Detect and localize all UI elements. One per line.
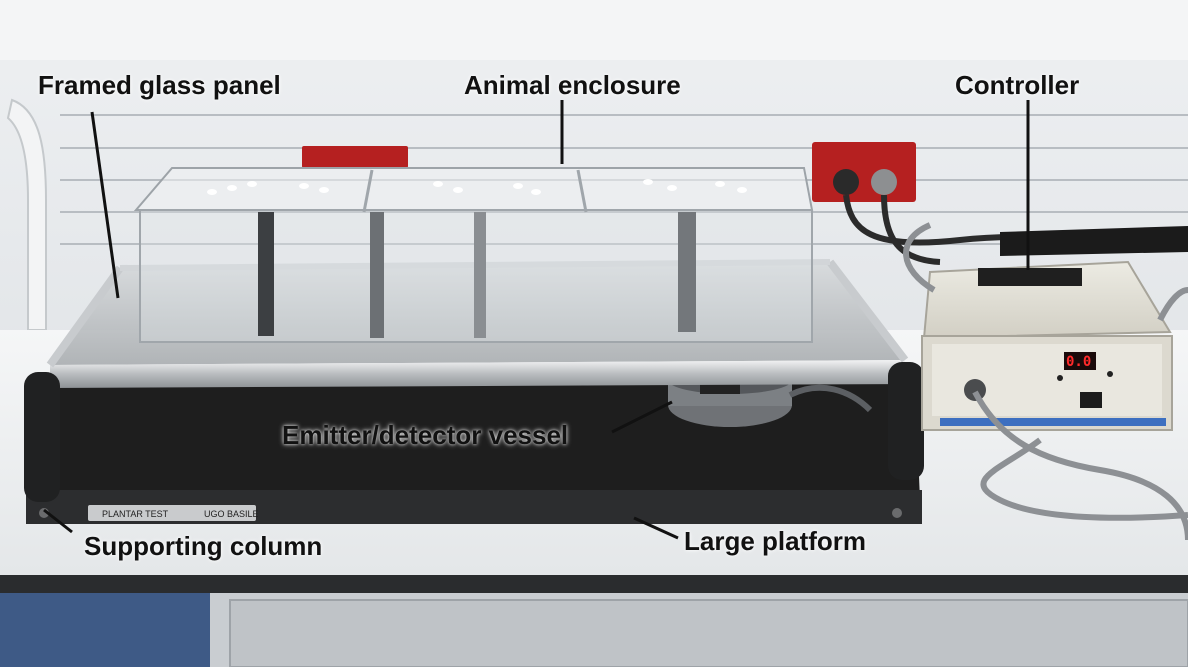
supporting-column-right	[888, 362, 924, 480]
callout-line-column	[43, 508, 73, 534]
nameplate-brand: UGO BASILE	[204, 509, 259, 519]
glass-frame-right-rail	[826, 259, 909, 363]
callout-line-emitter	[611, 400, 673, 434]
controller-unit: 0.0	[921, 260, 1173, 431]
glass-frame-front-rail	[50, 360, 905, 388]
callout-lines	[43, 100, 1030, 540]
cabinet-blue-panel	[0, 593, 210, 667]
plantar-nameplate	[88, 505, 256, 521]
label-controller: Controller	[955, 70, 1080, 100]
label-framed-glass-panel: Framed glass panel	[38, 70, 281, 100]
animal-enclosure	[133, 167, 814, 343]
plug-grey	[871, 169, 897, 195]
controller-display-value: 0.0	[1066, 354, 1091, 370]
nameplate-text: PLANTAR TEST	[102, 509, 169, 519]
upper-wall	[0, 0, 1188, 60]
label-animal-enclosure: Animal enclosure	[464, 70, 681, 100]
emitter-cable	[788, 384, 873, 413]
bench-edge	[0, 575, 1188, 593]
glass-frame-left-rail	[46, 265, 124, 368]
plug-black	[833, 169, 859, 195]
platform-screw-right	[892, 508, 902, 518]
supporting-column-left	[24, 372, 60, 502]
label-large-platform: Large platform	[684, 526, 867, 556]
cabinet-door	[229, 599, 1188, 667]
label-emitter-detector-vessel: Emitter/detector vessel	[282, 420, 569, 450]
controller-cables	[903, 222, 1188, 541]
callout-line-glass	[90, 111, 120, 299]
label-supporting-column: Supporting column	[84, 531, 323, 561]
controller-display	[1064, 352, 1096, 370]
red-socket-left	[302, 146, 408, 168]
black-cable-bundle	[1000, 226, 1188, 256]
red-socket-right	[812, 142, 916, 202]
callout-line-platform	[633, 516, 679, 540]
